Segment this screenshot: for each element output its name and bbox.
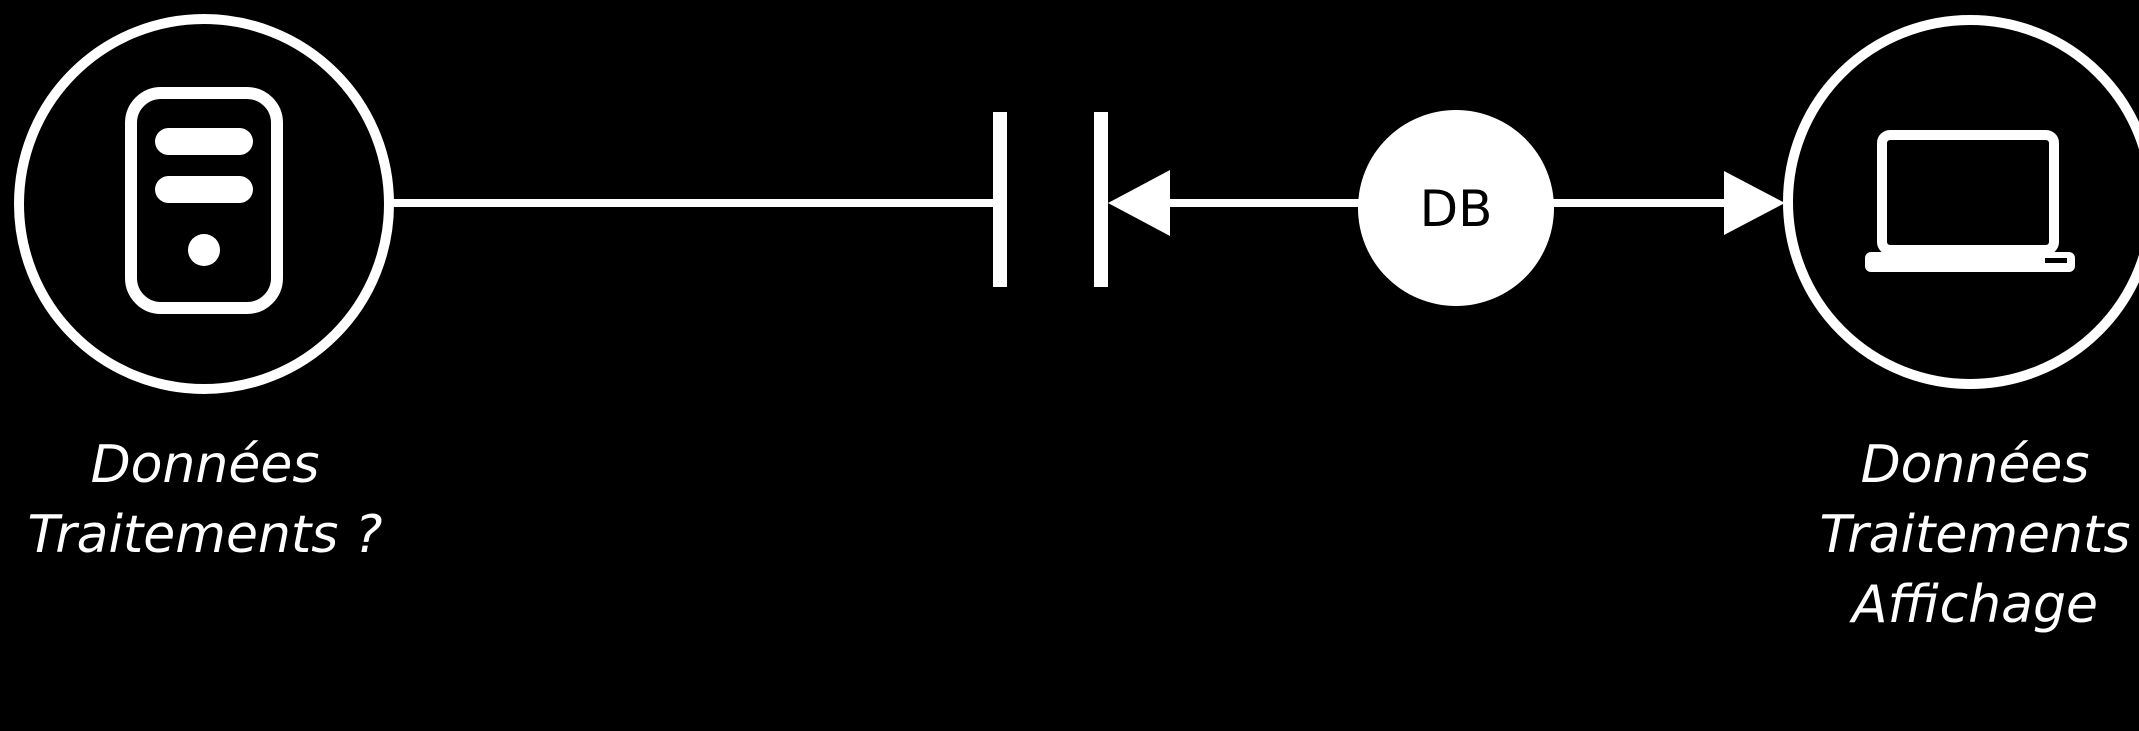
break-symbol	[993, 112, 1108, 287]
server-icon	[125, 87, 283, 314]
arrow-right-icon	[1553, 171, 1785, 235]
client-node	[1783, 15, 2139, 389]
server-caption-processing: Traitements ?	[27, 505, 383, 565]
laptop-icon	[1865, 130, 2075, 272]
client-captions: Données Traitements Affichage	[1785, 430, 2139, 640]
client-circle	[1783, 15, 2139, 389]
server-node	[14, 14, 394, 394]
client-caption-data: Données	[1860, 435, 2090, 495]
server-captions: Données Traitements ?	[0, 430, 410, 570]
server-circle	[14, 14, 394, 394]
client-caption-processing: Traitements	[1819, 505, 2131, 565]
db-circle	[1358, 110, 1554, 306]
server-caption-data: Données	[90, 435, 320, 495]
arrow-left-icon	[1108, 170, 1360, 236]
db-label: DB	[1420, 180, 1493, 238]
db-node: DB	[1358, 110, 1554, 306]
client-caption-display: Affichage	[1852, 575, 2098, 635]
